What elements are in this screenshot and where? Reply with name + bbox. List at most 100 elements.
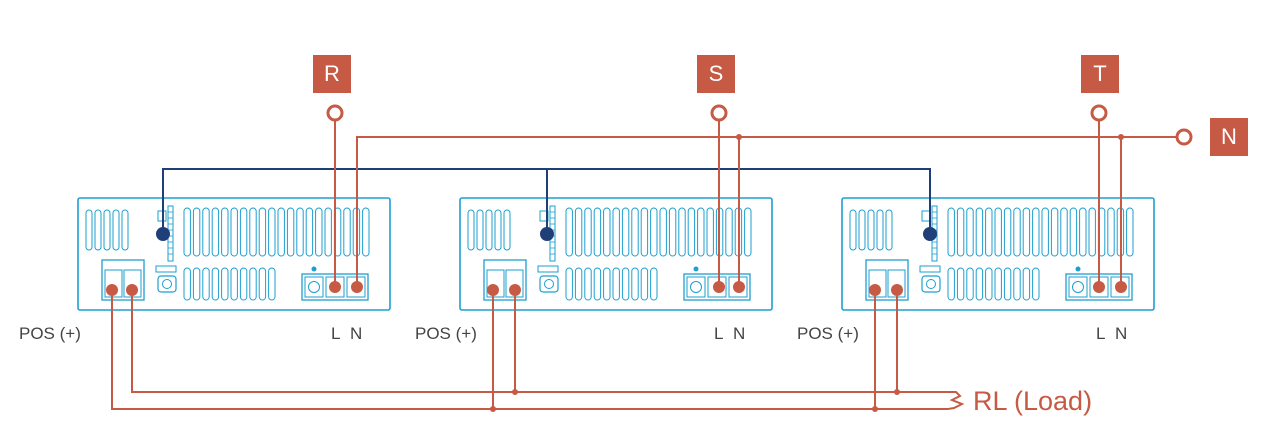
vent-slot bbox=[574, 207, 583, 257]
vent-slot bbox=[221, 207, 229, 257]
phase-terminal bbox=[710, 104, 728, 122]
output-wire-dot bbox=[869, 284, 881, 296]
unit-2-n-label: N bbox=[733, 324, 746, 343]
vent-slot bbox=[315, 207, 323, 257]
wire-output-bus-lower bbox=[111, 296, 948, 410]
unit-1-n-label: N bbox=[350, 324, 363, 343]
output-wire-dot bbox=[106, 284, 118, 296]
vent-slot bbox=[565, 267, 573, 301]
unit-1-l-label: L bbox=[331, 324, 341, 343]
sense-bus bbox=[156, 168, 937, 241]
vent-slot bbox=[1003, 207, 1012, 257]
vent-slot bbox=[584, 207, 592, 257]
vent-slot bbox=[956, 267, 965, 301]
unit-1-pos-label: POS (+) bbox=[19, 324, 81, 343]
vent-slot bbox=[1022, 267, 1031, 301]
load-resistor-symbol bbox=[947, 391, 965, 410]
adjust-knob-center bbox=[162, 279, 172, 289]
vent-slot bbox=[876, 209, 884, 251]
input-wire-dot bbox=[1093, 281, 1105, 293]
vent-slot bbox=[956, 207, 965, 257]
power-supply-unit bbox=[841, 197, 1155, 311]
vent-slot bbox=[885, 209, 893, 251]
wire-junction bbox=[512, 389, 518, 395]
vent-slot bbox=[258, 207, 267, 257]
unit-chassis bbox=[77, 197, 391, 311]
earth-indicator bbox=[311, 266, 317, 272]
vent-slot bbox=[621, 267, 630, 301]
vent-slot bbox=[1013, 267, 1021, 301]
vent-slot bbox=[1126, 207, 1134, 257]
wiring bbox=[106, 104, 1193, 412]
vent-slot bbox=[112, 209, 120, 251]
vent-slot bbox=[1013, 207, 1021, 257]
vent-slot bbox=[1022, 207, 1031, 257]
output-terminal-block bbox=[865, 259, 909, 301]
vent-slot bbox=[103, 209, 111, 251]
adjust-knob bbox=[921, 275, 941, 293]
vent-slot bbox=[678, 207, 686, 257]
vent-slot bbox=[603, 207, 611, 257]
vent-slot bbox=[1060, 207, 1068, 257]
wire-neutral-bus bbox=[356, 136, 1177, 287]
load-label: RL (Load) bbox=[973, 386, 1093, 416]
vent-slot bbox=[221, 267, 229, 301]
input-terminal bbox=[1068, 276, 1088, 298]
vent-slot bbox=[268, 207, 276, 257]
earth-indicator bbox=[1075, 266, 1081, 272]
vent-slot bbox=[621, 207, 630, 257]
wire-junction bbox=[490, 406, 496, 412]
unit-2-l-label: L bbox=[714, 324, 724, 343]
vent-slot bbox=[603, 267, 611, 301]
adjust-knob-center bbox=[926, 279, 936, 289]
vent-slot bbox=[343, 207, 351, 257]
vent-slot bbox=[476, 209, 484, 251]
phase-terminal bbox=[326, 104, 344, 122]
vent-slot bbox=[230, 267, 238, 301]
vent-slot bbox=[1041, 207, 1049, 257]
sense-bus-node bbox=[923, 227, 937, 241]
vent-slot bbox=[503, 209, 511, 251]
vent-slot bbox=[183, 207, 191, 257]
vent-slot bbox=[593, 207, 602, 257]
vent-slot bbox=[975, 267, 984, 301]
vent-slot bbox=[612, 267, 620, 301]
vent-slot bbox=[1088, 207, 1096, 257]
input-wire-dot bbox=[329, 281, 341, 293]
vent-slot bbox=[324, 207, 332, 257]
vent-slot bbox=[1079, 207, 1087, 257]
earth-screw bbox=[308, 281, 320, 293]
vent-slot bbox=[268, 267, 276, 301]
vent-slot bbox=[612, 207, 620, 257]
vent-slot bbox=[593, 267, 602, 301]
unit-2-pos-label: POS (+) bbox=[415, 324, 477, 343]
wire-junction bbox=[736, 134, 742, 140]
vent-slot bbox=[239, 267, 248, 301]
vent-slot bbox=[239, 207, 248, 257]
vent-slot bbox=[849, 209, 857, 251]
vent-slot bbox=[565, 207, 573, 257]
vent-slot bbox=[258, 267, 267, 301]
vent-slot bbox=[631, 267, 639, 301]
input-terminal bbox=[304, 276, 324, 298]
power-supply-unit bbox=[459, 197, 773, 311]
input-terminal bbox=[686, 276, 706, 298]
output-wire-dot bbox=[487, 284, 499, 296]
vent-slot bbox=[985, 267, 993, 301]
vent-slot bbox=[659, 207, 667, 257]
vent-slot bbox=[975, 207, 984, 257]
adjust-label bbox=[537, 265, 559, 273]
wire-output-bus-upper bbox=[131, 296, 948, 393]
vent-slot bbox=[966, 267, 974, 301]
phase-s-label: S bbox=[697, 55, 735, 93]
vent-slot bbox=[947, 207, 955, 257]
vent-slot bbox=[725, 207, 733, 257]
vent-slot bbox=[985, 207, 993, 257]
phase-terminal bbox=[1175, 128, 1193, 146]
vent-slot bbox=[744, 207, 752, 257]
output-wire-dot bbox=[509, 284, 521, 296]
phase-terminal bbox=[1090, 104, 1108, 122]
vent-slot bbox=[202, 267, 210, 301]
vent-slot bbox=[202, 207, 210, 257]
vent-slot bbox=[1107, 207, 1115, 257]
